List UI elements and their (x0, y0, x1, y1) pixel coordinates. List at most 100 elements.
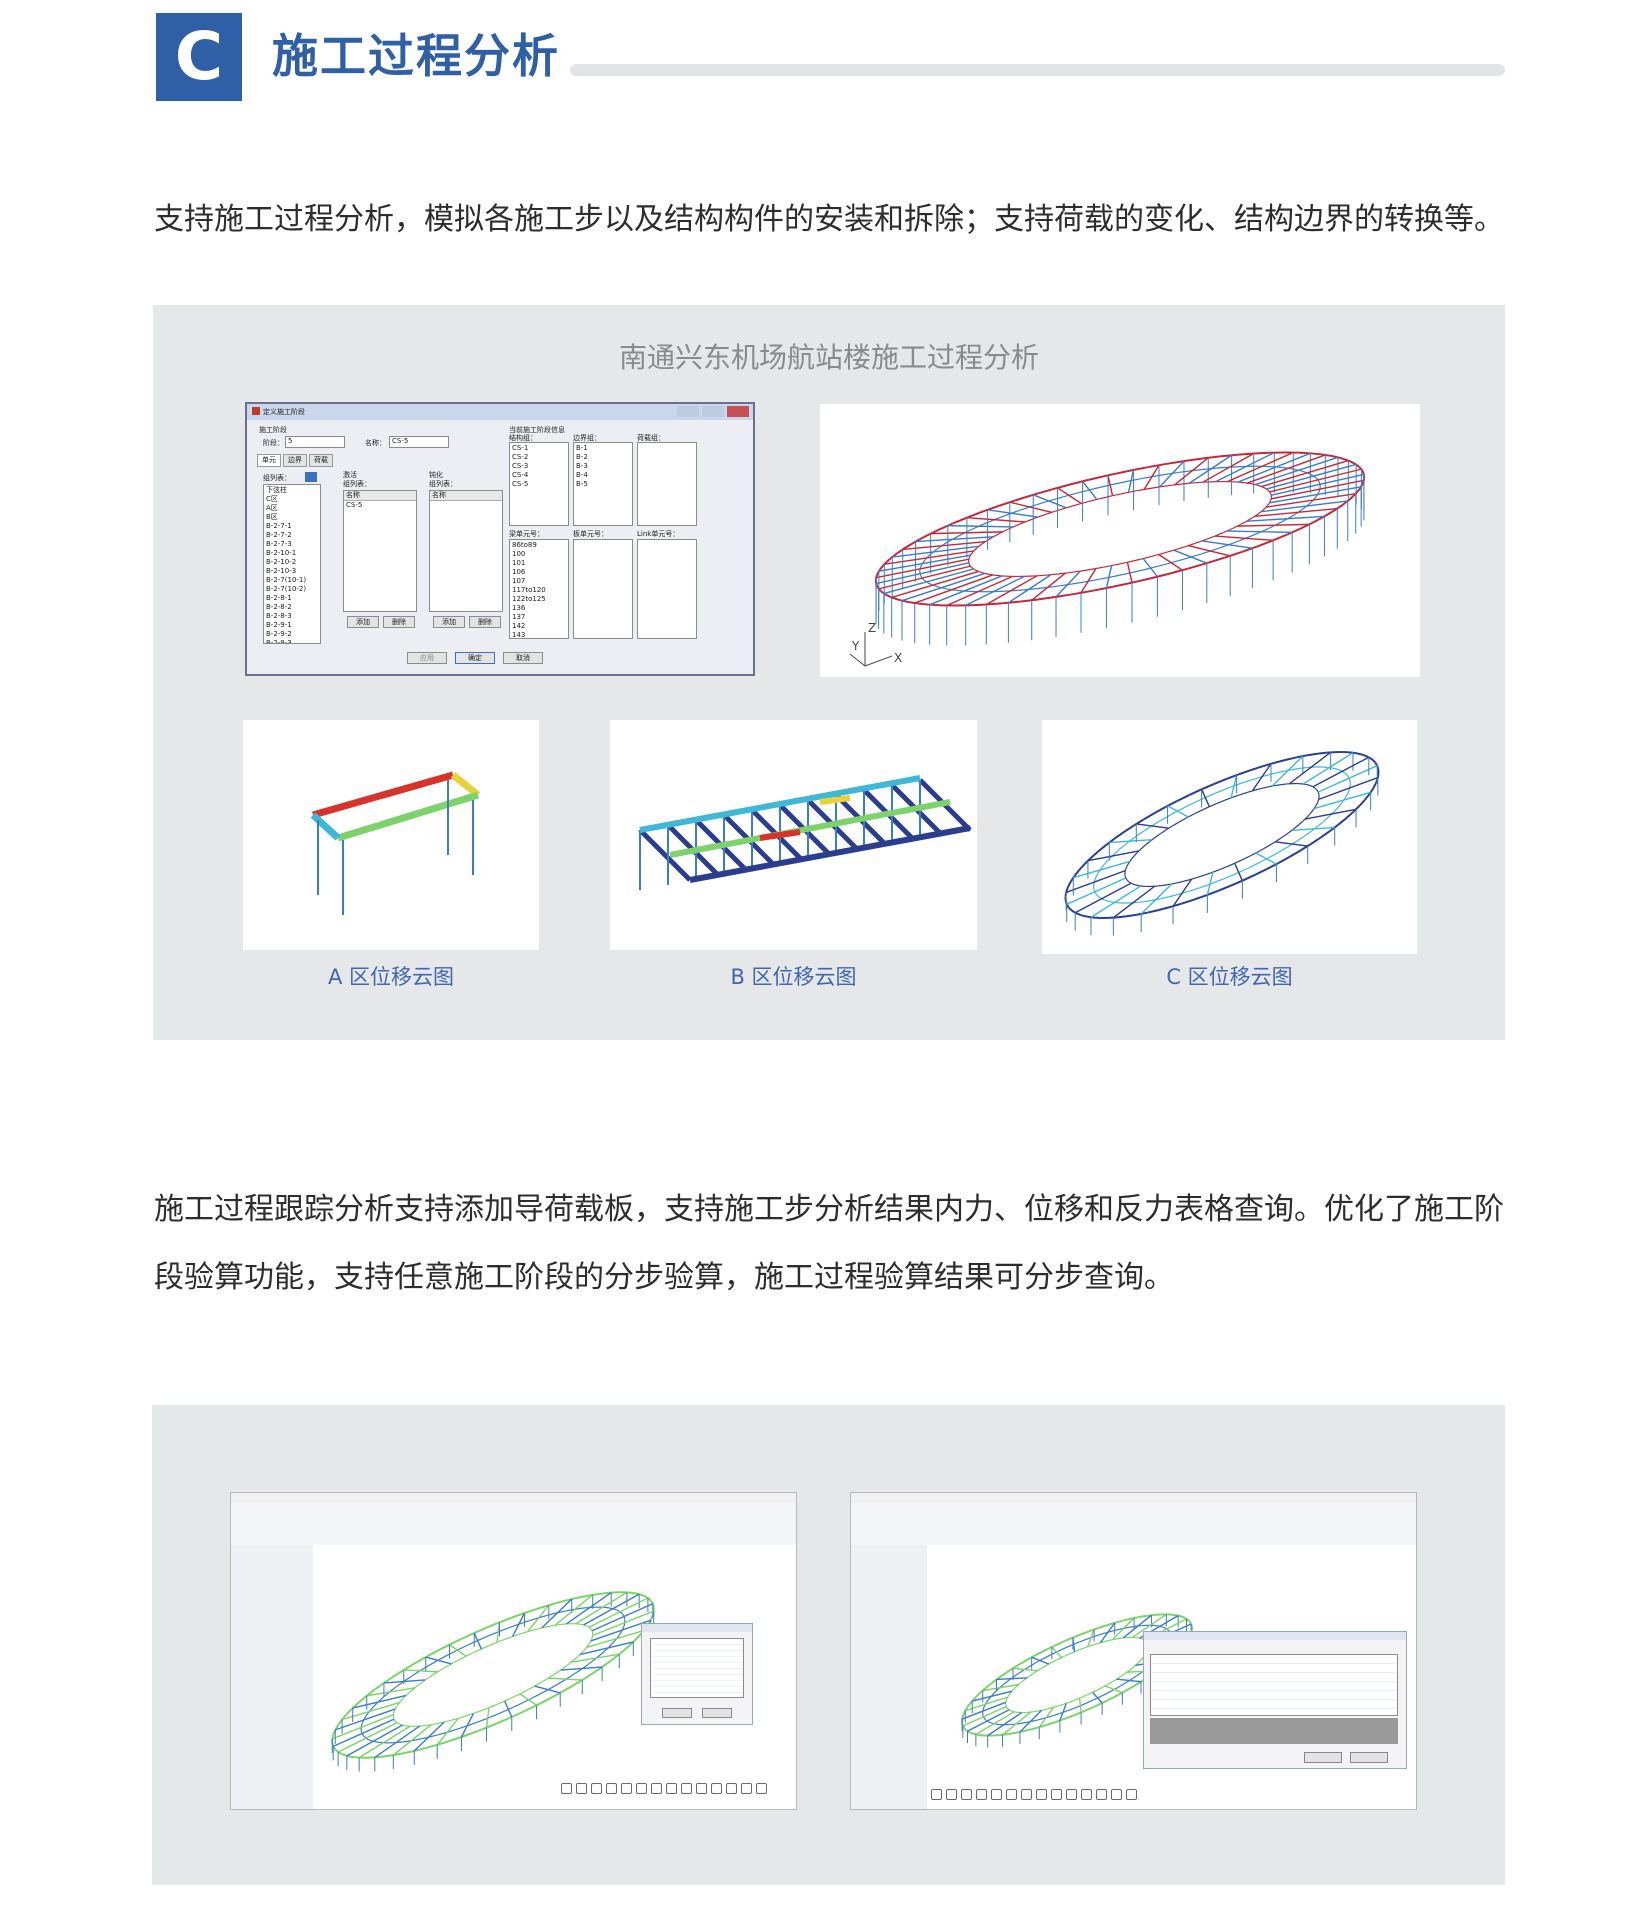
boundary-group-item[interactable]: B-1 (576, 444, 588, 452)
results-close-button[interactable] (1350, 1752, 1388, 1763)
toolbar-tool-icon[interactable] (741, 1783, 752, 1794)
beam-no-item[interactable]: 143 (512, 631, 526, 639)
stage-select[interactable]: 5 (285, 436, 345, 448)
results-export-button[interactable] (1304, 1752, 1342, 1763)
group-list-item[interactable]: C区 (266, 495, 278, 503)
boundary-group-item[interactable]: B-3 (576, 462, 588, 470)
ok-button[interactable]: 确定 (455, 652, 495, 664)
toolbar-tool-icon[interactable] (726, 1783, 737, 1794)
beam-no-item[interactable]: 136 (512, 604, 526, 612)
toolbar-tool-icon[interactable] (651, 1783, 662, 1794)
toolbar-tool-icon[interactable] (1081, 1789, 1092, 1800)
group-list-item[interactable]: B-2-9-1 (266, 621, 292, 629)
link-no-list[interactable] (637, 539, 697, 639)
boundary-group-item[interactable]: B-5 (576, 480, 588, 488)
tab-load[interactable]: 荷载 (309, 454, 333, 467)
toolbar-tool-icon[interactable] (1096, 1789, 1107, 1800)
beam-no-item[interactable]: 107 (512, 577, 526, 585)
results-table[interactable] (1150, 1654, 1398, 1716)
group-list-item[interactable]: B-2-7(10-1) (266, 576, 307, 584)
group-list-item[interactable]: B-2-8-3 (266, 612, 292, 620)
tab-boundary[interactable]: 边界 (283, 454, 307, 467)
boundary-group-item[interactable]: B-2 (576, 453, 588, 461)
toolbar-tool-icon[interactable] (1111, 1789, 1122, 1800)
group-list-item[interactable]: A区 (266, 504, 278, 512)
toolbar-tool-icon[interactable] (576, 1783, 587, 1794)
group-list-item[interactable]: B-2-7-2 (266, 531, 292, 539)
beam-no-item[interactable]: 86to89 (512, 541, 537, 549)
toolbar-tool-icon[interactable] (1021, 1789, 1032, 1800)
toolbar-tool-icon[interactable] (711, 1783, 722, 1794)
toolbar-tool-icon[interactable] (756, 1783, 767, 1794)
passivate-add-button[interactable]: 添加 (433, 616, 465, 628)
toolbar-tool-icon[interactable] (666, 1783, 677, 1794)
load-group-list[interactable] (637, 442, 697, 526)
passivate-delete-button[interactable]: 删除 (469, 616, 501, 628)
struct-group-item[interactable]: CS-2 (512, 453, 529, 461)
group-list-item[interactable]: B-2-8-2 (266, 603, 292, 611)
toolbar-tool-icon[interactable] (991, 1789, 1002, 1800)
group-list-item[interactable]: B-2-8-1 (266, 594, 292, 602)
group-list-item[interactable]: B-2-7-3 (266, 540, 292, 548)
activate-item[interactable]: CS-5 (346, 501, 363, 509)
passivate-list[interactable]: 名称 (429, 490, 503, 612)
name-input[interactable]: CS-5 (389, 436, 449, 448)
beam-no-item[interactable]: 100 (512, 550, 526, 558)
toolbar-tool-icon[interactable] (696, 1783, 707, 1794)
beam-no-item[interactable]: 137 (512, 613, 526, 621)
toolbar-tool-icon[interactable] (561, 1783, 572, 1794)
activate-add-button[interactable]: 添加 (347, 616, 379, 628)
struct-group-item[interactable]: CS-3 (512, 462, 529, 470)
toolbar-tool-icon[interactable] (961, 1789, 972, 1800)
struct-group-item[interactable]: CS-1 (512, 444, 529, 452)
beam-no-item[interactable]: 106 (512, 568, 526, 576)
struct-group-item[interactable]: CS-5 (512, 480, 529, 488)
activate-delete-button[interactable]: 删除 (383, 616, 415, 628)
struct-group-item[interactable]: CS-4 (512, 471, 529, 479)
group-list-item[interactable]: B-2-9-3 (266, 639, 292, 644)
activate-list[interactable]: 名称 CS-5 (343, 490, 417, 612)
stage-check-confirm[interactable] (662, 1708, 692, 1718)
close-icon[interactable] (727, 406, 749, 417)
beam-no-item[interactable]: 122to125 (512, 595, 546, 603)
toolbar-tool-icon[interactable] (976, 1789, 987, 1800)
beam-no-item[interactable]: 117to120 (512, 586, 546, 594)
cancel-button[interactable]: 取消 (503, 652, 543, 664)
group-list-item[interactable]: B-2-7-1 (266, 522, 292, 530)
toolbar-tool-icon[interactable] (931, 1789, 942, 1800)
toolbar-tool-icon[interactable] (946, 1789, 957, 1800)
maximize-button[interactable] (702, 406, 724, 417)
toolbar-tool-icon[interactable] (681, 1783, 692, 1794)
toolbar-tool-icon[interactable] (606, 1783, 617, 1794)
toolbar-tool-icon[interactable] (1051, 1789, 1062, 1800)
minimize-button[interactable] (677, 406, 699, 417)
stage-check-cancel[interactable] (702, 1708, 732, 1718)
stage-check-table[interactable] (650, 1638, 744, 1698)
beam-no-item[interactable]: 101 (512, 559, 526, 567)
group-list-item[interactable]: B-2-10-1 (266, 549, 297, 557)
tab-element[interactable]: 单元 (257, 454, 281, 467)
toolbar-tool-icon[interactable] (591, 1783, 602, 1794)
plate-no-list[interactable] (573, 539, 633, 639)
toolbar-tool-icon[interactable] (636, 1783, 647, 1794)
member-line (527, 1629, 536, 1633)
group-list-item[interactable]: B-2-10-3 (266, 567, 297, 575)
toolbar-tool-icon[interactable] (1006, 1789, 1017, 1800)
group-list-item[interactable]: 下弦柱 (266, 486, 287, 494)
toolbar-tool-icon[interactable] (621, 1783, 632, 1794)
group-list-item[interactable]: B区 (266, 513, 278, 521)
group-list-item[interactable]: B-2-7(10-2) (266, 585, 307, 593)
boundary-group-item[interactable]: B-4 (576, 471, 588, 479)
toolbar-tool-icon[interactable] (1126, 1789, 1137, 1800)
toolbar-tool-icon[interactable] (1066, 1789, 1077, 1800)
apply-button[interactable]: 应用 (407, 652, 447, 664)
toolbar-tool-icon[interactable] (1036, 1789, 1047, 1800)
group-list-item[interactable]: B-2-10-2 (266, 558, 297, 566)
beam-no-item[interactable]: 142 (512, 622, 526, 630)
group-list-button[interactable] (305, 472, 317, 482)
group-list-item[interactable]: B-2-9-2 (266, 630, 292, 638)
